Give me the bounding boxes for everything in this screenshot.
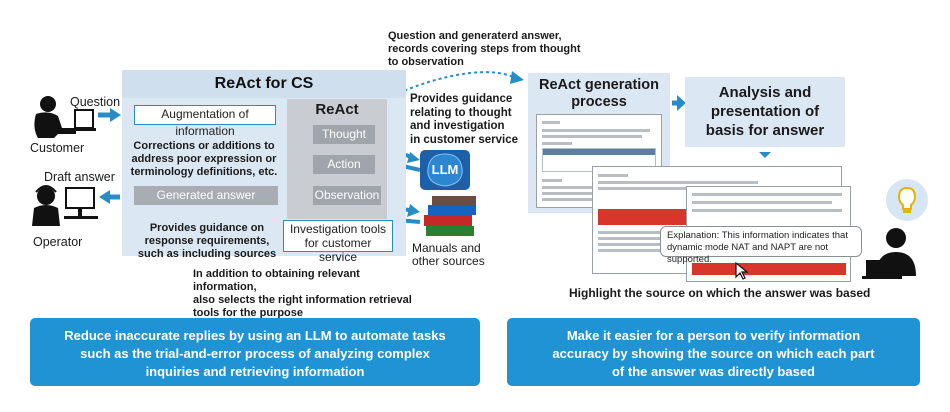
- guidance-thought-note: Provides guidance relating to thought an…: [410, 93, 519, 146]
- analysis-box: Analysis and presentation of basis for a…: [685, 77, 845, 147]
- react-generation-process-title: ReAct generation process: [538, 77, 660, 110]
- operator-icon: [32, 185, 98, 226]
- action-step: Action: [313, 155, 375, 174]
- draft-answer-label: Draft answer: [44, 170, 115, 184]
- llm-label: LLM: [431, 162, 459, 177]
- customer-label: Customer: [30, 141, 85, 155]
- records-note: Question and generaterd answer, records …: [388, 30, 581, 68]
- react-title: ReAct: [315, 101, 359, 118]
- manuals-label: Manuals and other sources: [412, 241, 485, 268]
- investigation-tools-box: Investigation tools for customer service: [283, 220, 393, 264]
- thought-step: Thought: [313, 125, 375, 144]
- guidance-note: Provides guidance on response requiremen…: [137, 222, 277, 260]
- left-banner: Reduce inaccurate replies by using an LL…: [30, 318, 480, 386]
- react-for-cs-title: ReAct for CS: [122, 70, 406, 98]
- books-icon: [424, 196, 478, 236]
- explanation-popup: Explanation: This information indicates …: [660, 226, 862, 265]
- lightbulb-icon: [886, 179, 928, 221]
- observation-step: Observation: [313, 186, 381, 205]
- records-dotted-arrow: [387, 71, 516, 99]
- llm-icon: LLM: [420, 150, 470, 190]
- person-at-laptop-icon: [862, 228, 916, 279]
- question-label: Question: [70, 95, 121, 109]
- tools-note: In addition to obtaining relevant inform…: [193, 268, 412, 319]
- highlight-caption: Highlight the source on which the answer…: [569, 286, 871, 300]
- operator-label: Operator: [33, 235, 83, 249]
- generated-answer-box: Generated answer: [134, 186, 278, 205]
- customer-icon: [34, 96, 96, 138]
- augmentation-box: Augmentation of information: [134, 105, 276, 138]
- cursor-icon: [735, 262, 749, 280]
- corrections-note: Corrections or additions to address poor…: [130, 140, 278, 178]
- right-banner: Make it easier for a person to verify in…: [507, 318, 920, 386]
